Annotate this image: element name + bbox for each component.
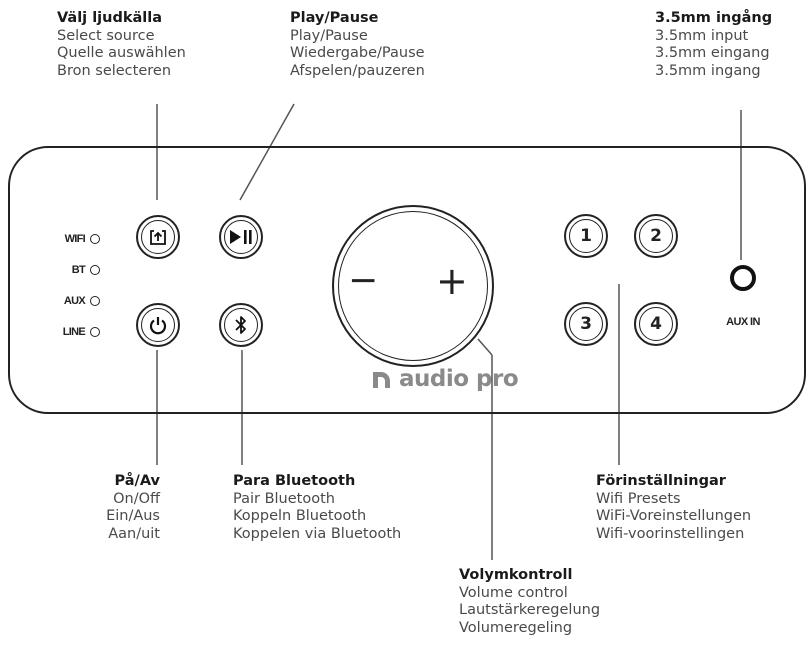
- led-icon: [90, 327, 100, 337]
- callout-line: Wiedergabe/Pause: [290, 45, 425, 61]
- power-button[interactable]: [136, 303, 180, 347]
- bluetooth-icon: [235, 316, 246, 334]
- brand-name: audio pro: [399, 366, 519, 392]
- callout-line: Koppelen via Bluetooth: [233, 525, 402, 542]
- preset-label: 2: [650, 226, 662, 246]
- callout-aux-input: 3.5mm ingång 3.5mm input 3.5mm eingang 3…: [655, 10, 772, 80]
- indicator-wifi: WIFI: [26, 230, 100, 248]
- callout-line: Koppeln Bluetooth: [233, 508, 367, 524]
- indicator-label: LINE: [62, 326, 86, 338]
- brand-logo: audio pro: [372, 366, 519, 392]
- callout-title: Para Bluetooth: [233, 473, 356, 489]
- play-pause-button[interactable]: [219, 215, 263, 259]
- preset-2-button[interactable]: 2: [634, 214, 678, 258]
- callout-presets: Förinställningar Wifi Presets WiFi-Vorei…: [596, 473, 751, 543]
- callout-line: Wifi-voorinstellingen: [596, 525, 745, 542]
- callout-line: Volume control: [459, 584, 568, 601]
- callout-title: Volymkontroll: [459, 567, 573, 583]
- preset-3-button[interactable]: 3: [564, 302, 608, 346]
- callout-line: Lautstärkeregelung: [459, 602, 601, 618]
- aux-in-label: AUX IN: [726, 316, 760, 328]
- callout-title: Förinställningar: [596, 473, 726, 489]
- callout-title: Välj ljudkälla: [57, 10, 162, 26]
- preset-1-button[interactable]: 1: [564, 214, 608, 258]
- callout-line: Afspelen/pauzeren: [290, 62, 425, 79]
- indicator-label: BT: [71, 264, 86, 276]
- callout-title: Play/Pause: [290, 10, 379, 26]
- callout-line: WiFi-Voreinstellungen: [596, 508, 752, 524]
- indicator-aux: AUX: [26, 292, 100, 310]
- leader-play: [239, 103, 295, 201]
- callout-title: 3.5mm ingång: [655, 10, 773, 26]
- indicator-label: WIFI: [64, 233, 86, 245]
- callout-line: 3.5mm eingang: [655, 45, 770, 61]
- indicator-line: LINE: [26, 323, 100, 341]
- audio-pro-logo-icon: [373, 372, 390, 388]
- callout-line: Pair Bluetooth: [233, 490, 335, 507]
- callout-line: Aan/uit: [108, 525, 160, 542]
- callout-play-pause: Play/Pause Play/Pause Wiedergabe/Pause A…: [290, 10, 425, 80]
- leader-volume-a: [477, 338, 493, 356]
- led-icon: [90, 234, 100, 244]
- callout-line: On/Off: [113, 490, 160, 507]
- callout-line: Volumeregeling: [459, 619, 573, 636]
- led-icon: [90, 296, 100, 306]
- volume-down-icon[interactable]: −: [348, 260, 379, 301]
- preset-label: 3: [580, 314, 592, 334]
- aux-jack-icon[interactable]: [730, 265, 756, 291]
- callout-bluetooth: Para Bluetooth Pair Bluetooth Koppeln Bl…: [233, 473, 401, 543]
- indicator-bt: BT: [26, 261, 100, 279]
- callout-line: Bron selecteren: [57, 62, 172, 79]
- callout-power: På/Av On/Off Ein/Aus Aan/uit: [60, 473, 160, 543]
- indicator-label: AUX: [63, 295, 86, 307]
- preset-label: 4: [650, 314, 662, 334]
- callout-line: Play/Pause: [290, 27, 368, 44]
- callout-line: Ein/Aus: [106, 508, 160, 524]
- indicator-list: WIFI BT AUX LINE: [26, 230, 100, 354]
- led-icon: [90, 265, 100, 275]
- callout-line: 3.5mm input: [655, 27, 749, 44]
- device-panel: [8, 146, 806, 414]
- source-icon: [150, 230, 166, 245]
- callout-select-source: Välj ljudkälla Select source Quelle ausw…: [57, 10, 186, 80]
- play-pause-icon: [230, 230, 252, 244]
- power-icon: [149, 317, 167, 335]
- callout-line: Select source: [57, 27, 155, 44]
- source-button[interactable]: [136, 215, 180, 259]
- callout-line: 3.5mm ingang: [655, 62, 761, 79]
- volume-knob[interactable]: − +: [332, 205, 494, 367]
- callout-volume: Volymkontroll Volume control Lautstärker…: [459, 567, 600, 637]
- callout-line: Quelle auswählen: [57, 45, 186, 61]
- preset-label: 1: [580, 226, 592, 246]
- bluetooth-button[interactable]: [219, 303, 263, 347]
- callout-line: Wifi Presets: [596, 490, 681, 507]
- callout-title: På/Av: [114, 473, 160, 489]
- preset-4-button[interactable]: 4: [634, 302, 678, 346]
- volume-up-icon[interactable]: +: [436, 259, 468, 303]
